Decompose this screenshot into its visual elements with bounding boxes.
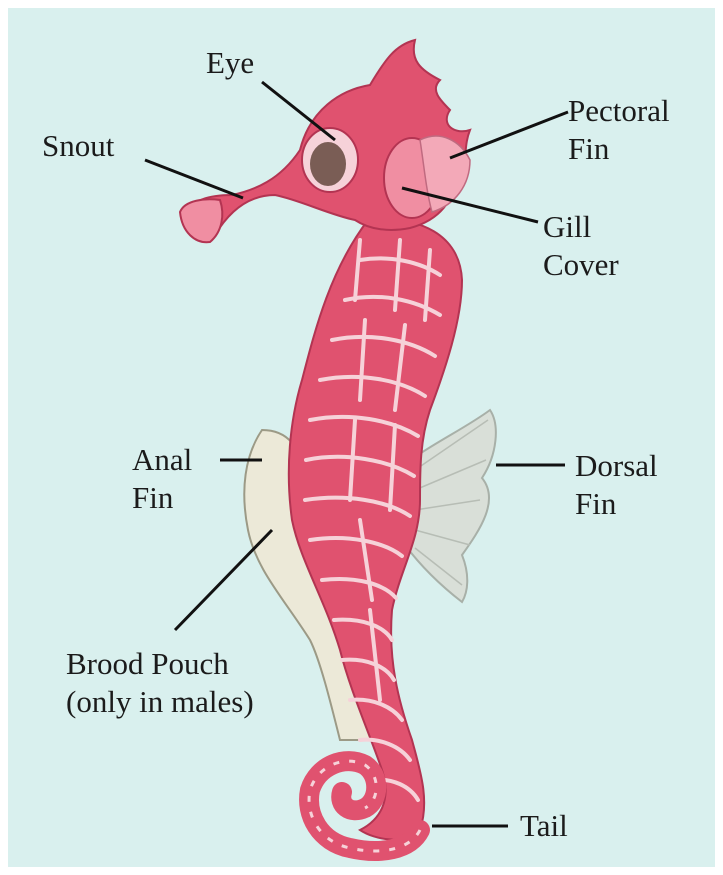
label-gill-line-2: Cover [543, 246, 619, 284]
label-dorsal-line-2: Fin [575, 485, 658, 523]
label-pectoral-line-1: Pectoral [568, 92, 670, 130]
label-eye: Eye [206, 44, 254, 82]
label-brood-line-1: Brood Pouch [66, 645, 254, 683]
label-pectoral-fin: Pectoral Fin [568, 92, 670, 168]
label-anal-line-2: Fin [132, 479, 192, 517]
label-anal-line-1: Anal [132, 441, 192, 479]
label-snout: Snout [42, 127, 114, 165]
label-brood-line-2: (only in males) [66, 683, 254, 721]
label-dorsal-fin: Dorsal Fin [575, 447, 658, 523]
label-pectoral-line-2: Fin [568, 130, 670, 168]
label-tail: Tail [520, 807, 568, 845]
label-anal-fin: Anal Fin [132, 441, 192, 517]
label-brood-pouch: Brood Pouch (only in males) [66, 645, 254, 721]
label-dorsal-line-1: Dorsal [575, 447, 658, 485]
eye-pupil [310, 142, 346, 186]
label-gill-line-1: Gill [543, 208, 619, 246]
label-gill-cover: Gill Cover [543, 208, 619, 284]
